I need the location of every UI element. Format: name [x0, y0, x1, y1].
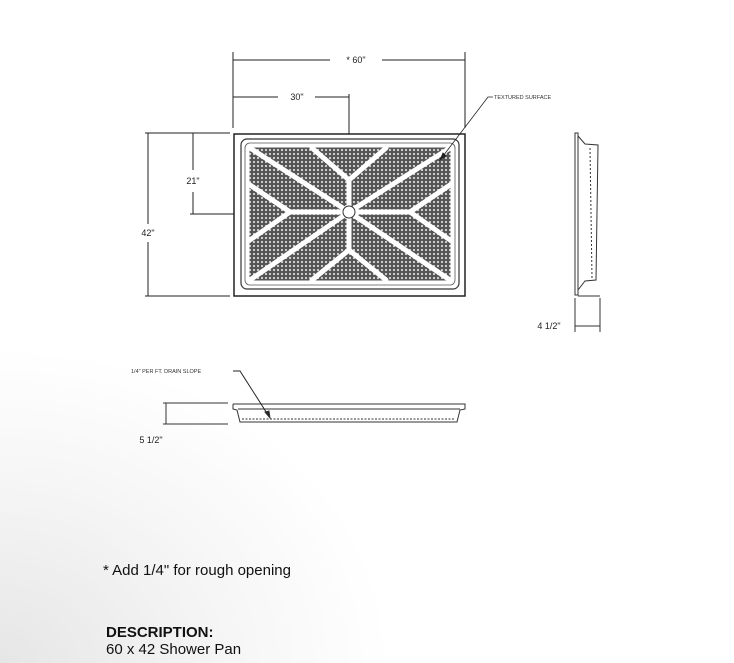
- textured-surface-label: TEXTURED SURFACE: [494, 95, 551, 101]
- side-view-pan: [574, 132, 601, 332]
- dimension-4-5-label: 4 1/2": [537, 321, 560, 331]
- dimension-30-label: 30": [290, 92, 303, 102]
- front-view-pan: [163, 370, 466, 425]
- dimension-60-label: * 60": [346, 55, 365, 65]
- dimension-42: [145, 132, 230, 297]
- rough-opening-note: * Add 1/4" for rough opening: [103, 562, 291, 579]
- top-view-pan: [233, 133, 466, 297]
- dimension-21-label: 21": [186, 176, 199, 186]
- description-heading: DESCRIPTION:: [106, 624, 214, 641]
- drain-slope-label: 1/4" PER FT. DRAIN SLOPE: [131, 369, 201, 375]
- description-value: 60 x 42 Shower Pan: [106, 641, 242, 658]
- textured-surface-leader: [439, 96, 493, 162]
- dimension-60: [232, 52, 466, 128]
- dimension-42-label: 42": [141, 228, 154, 238]
- drain-icon: [342, 205, 356, 219]
- dimension-5-5-label: 5 1/2": [139, 435, 162, 445]
